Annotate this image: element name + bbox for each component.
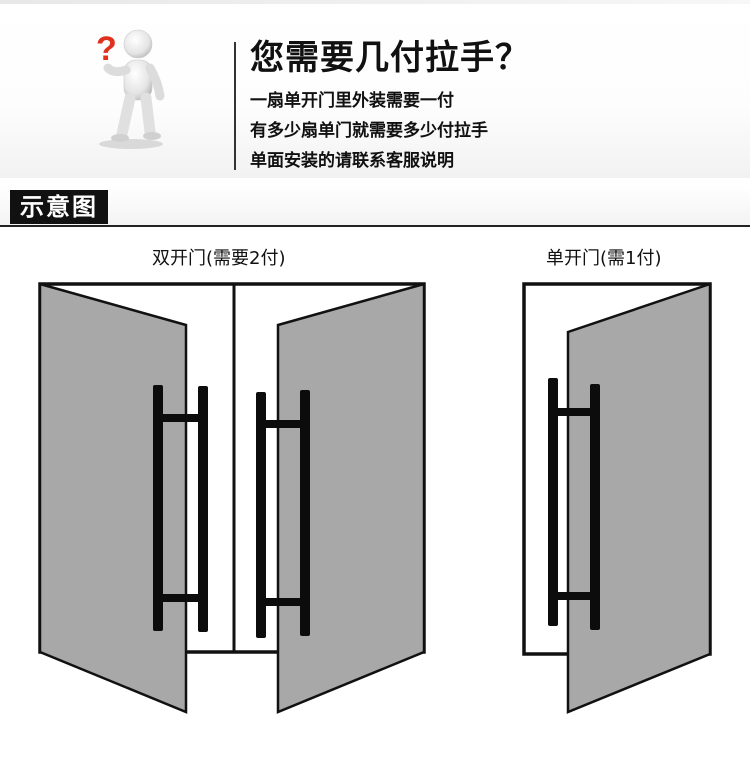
double-door-caption: 双开门(需要2付): [152, 248, 286, 269]
single-door-caption: 单开门(需1付): [546, 248, 662, 269]
section-bar: [0, 186, 750, 226]
info-line-1: 一扇单开门里外装需要一付: [250, 91, 454, 111]
header-divider: [234, 42, 236, 170]
info-line-2: 有多少扇单门就需要多少付拉手: [250, 121, 488, 141]
section-underline: [0, 225, 750, 227]
question-title: 您需要几付拉手？: [250, 38, 530, 78]
double-door-right-leaf: [276, 282, 426, 714]
single-door-handle: [548, 378, 600, 630]
single-door-leaf: [566, 282, 712, 714]
svg-text:?: ?: [96, 30, 117, 68]
question-person-icon: ?: [96, 29, 165, 149]
section-tag: 示意图: [10, 190, 108, 224]
double-door-left-handle: [153, 385, 208, 632]
double-door-left-leaf: [38, 282, 188, 714]
double-door-right-handle: [256, 390, 310, 638]
info-line-3: 单面安装的请联系客服说明: [250, 151, 454, 171]
